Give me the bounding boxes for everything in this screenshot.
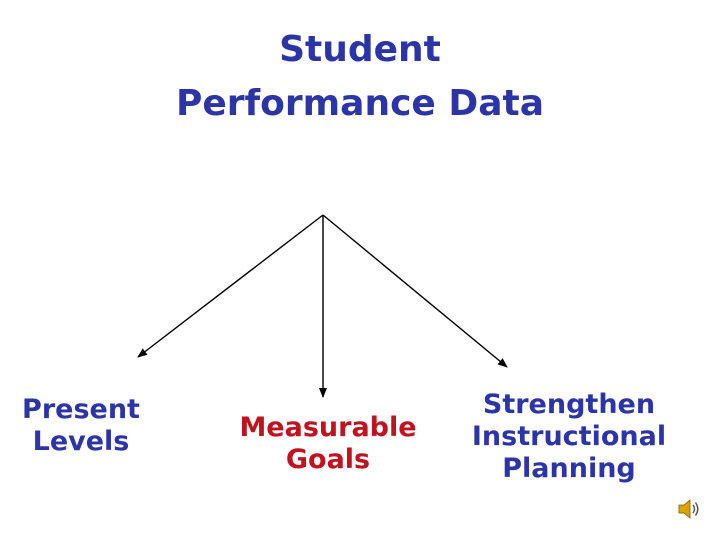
node-measurable-goals-line-2: Goals [285, 444, 371, 475]
node-strengthen-planning-line-3: Planning [502, 453, 636, 484]
node-present-levels-line-1: Present [22, 394, 140, 425]
node-measurable-goals: Measurable Goals [222, 412, 434, 476]
node-strengthen-planning-line-1: Strengthen [482, 389, 656, 420]
slide-title-line-2: Performance Data [175, 83, 545, 124]
slide-title-line-1: Student [279, 29, 441, 70]
arrow-to-present-levels [137, 214, 324, 358]
node-measurable-goals-line-1: Measurable [239, 412, 417, 443]
node-present-levels: Present Levels [10, 394, 152, 458]
node-present-levels-line-2: Levels [32, 426, 130, 457]
node-strengthen-planning: Strengthen Instructional Planning [458, 389, 680, 485]
speaker-icon[interactable] [676, 496, 702, 522]
node-strengthen-planning-line-2: Instructional [471, 421, 667, 452]
arrow-to-strengthen-planning [322, 214, 508, 368]
